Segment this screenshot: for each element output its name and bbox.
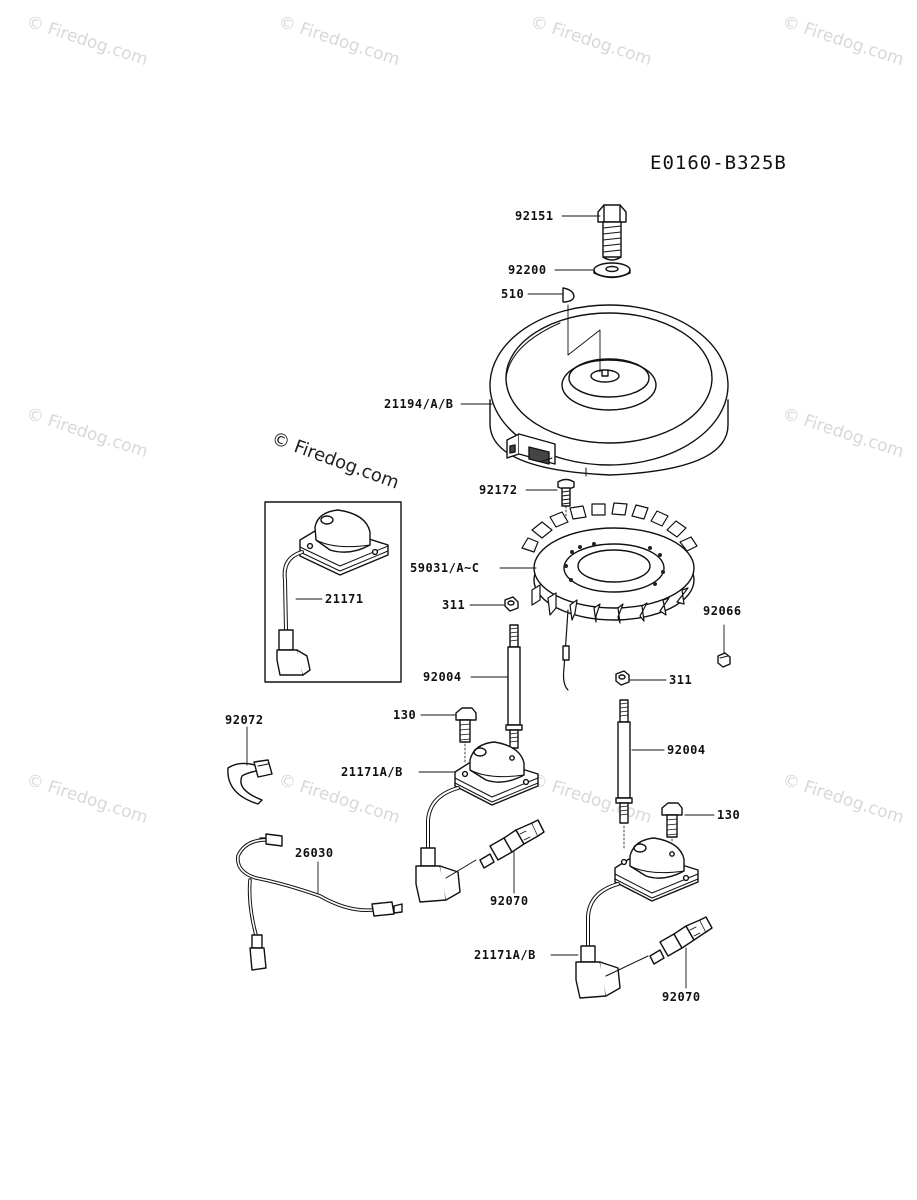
flywheel-21194 [489, 304, 729, 477]
coil-21171ab-right [575, 837, 699, 999]
callout-21171: 21171 [325, 592, 364, 606]
callout-311: 311 [442, 598, 466, 612]
callout-21171a-b: 21171A/B [474, 948, 536, 962]
harness-26030 [236, 833, 403, 971]
callout-92172: 92172 [479, 483, 518, 497]
callout-21194-a-b: 21194/A/B [384, 397, 454, 411]
spark-plug-92070-left [479, 819, 545, 869]
leader-lines [246, 215, 725, 989]
callout-92072: 92072 [225, 713, 264, 727]
diagram-code: E0160-B325B [650, 152, 787, 174]
key-510 [562, 287, 575, 303]
washer-92200 [593, 262, 631, 279]
nut-311-left [504, 596, 519, 612]
bolt-130-left [455, 707, 477, 765]
callout-92066: 92066 [703, 604, 742, 618]
callout-92004: 92004 [423, 670, 462, 684]
bolt-92151 [597, 204, 627, 261]
nut-311-right [615, 670, 630, 686]
callout-59031-a-c: 59031/A~C [410, 561, 480, 575]
spark-plug-92070-right [649, 916, 713, 965]
callout-130: 130 [717, 808, 741, 822]
callout-92004: 92004 [667, 743, 706, 757]
callout-92070: 92070 [662, 990, 701, 1004]
coil-21171ab-left [415, 741, 539, 903]
callout-26030: 26030 [295, 846, 334, 860]
clip-92072 [227, 759, 273, 805]
callout-510: 510 [501, 287, 525, 301]
stud-92004-left [505, 624, 523, 749]
screw-92172 [557, 478, 575, 521]
callout-21171a-b: 21171A/B [341, 765, 403, 779]
nut-92066 [717, 652, 731, 668]
callout-92151: 92151 [515, 209, 554, 223]
stud-92004-right [615, 699, 633, 851]
stator-59031 [521, 502, 698, 691]
callout-92200: 92200 [508, 263, 547, 277]
callout-311: 311 [669, 673, 693, 687]
callout-130: 130 [393, 708, 417, 722]
inset-box-21171 [264, 501, 402, 683]
bolt-130-right [661, 802, 683, 859]
callout-92070: 92070 [490, 894, 529, 908]
